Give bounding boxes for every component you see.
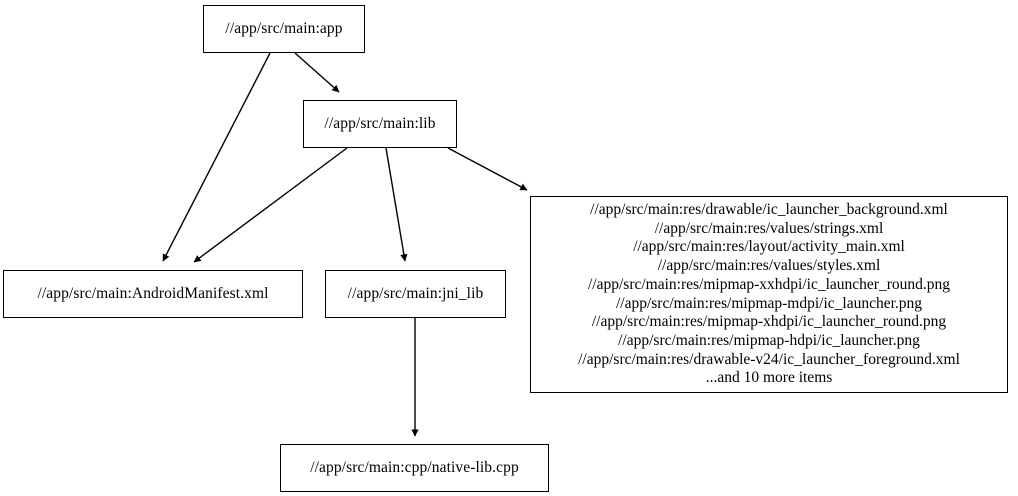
node-resources-line: //app/src/main:res/values/strings.xml (654, 219, 884, 237)
node-app[interactable]: //app/src/main:app (203, 5, 365, 53)
node-lib-label: //app/src/main:lib (324, 115, 436, 133)
node-resources[interactable]: //app/src/main:res/drawable/ic_launcher_… (530, 196, 1008, 393)
node-app-label: //app/src/main:app (225, 20, 343, 38)
edge-lib-to-manifest (193, 147, 348, 263)
node-jni-lib-label: //app/src/main:jni_lib (347, 285, 484, 303)
edge-app-to-lib (294, 52, 340, 93)
node-resources-line: ...and 10 more items (705, 369, 833, 387)
node-android-manifest[interactable]: //app/src/main:AndroidManifest.xml (3, 270, 303, 318)
node-native-lib-cpp[interactable]: //app/src/main:cpp/native-lib.cpp (280, 444, 549, 492)
edge-app-to-manifest (162, 52, 271, 262)
edge-lib-to-resources (447, 147, 528, 191)
node-android-manifest-label: //app/src/main:AndroidManifest.xml (37, 285, 269, 303)
node-resources-line: //app/src/main:res/mipmap-xhdpi/ic_launc… (591, 313, 947, 331)
node-resources-line: //app/src/main:res/mipmap-hdpi/ic_launch… (618, 331, 920, 349)
node-resources-line: //app/src/main:res/drawable-v24/ic_launc… (578, 350, 960, 368)
node-jni-lib[interactable]: //app/src/main:jni_lib (325, 270, 506, 318)
node-resources-line: //app/src/main:res/values/styles.xml (657, 257, 881, 275)
node-resources-line: //app/src/main:res/drawable/ic_launcher_… (590, 200, 948, 218)
node-resources-label-list: //app/src/main:res/drawable/ic_launcher_… (578, 201, 960, 388)
edge-lib-to-jni-lib (385, 147, 408, 262)
node-resources-line: //app/src/main:res/mipmap-xxhdpi/ic_laun… (587, 275, 950, 293)
node-resources-line: //app/src/main:res/mipmap-mdpi/ic_launch… (615, 294, 923, 312)
node-native-lib-cpp-label: //app/src/main:cpp/native-lib.cpp (310, 459, 519, 477)
node-lib[interactable]: //app/src/main:lib (303, 100, 457, 148)
node-resources-line: //app/src/main:res/layout/activity_main.… (633, 238, 905, 256)
